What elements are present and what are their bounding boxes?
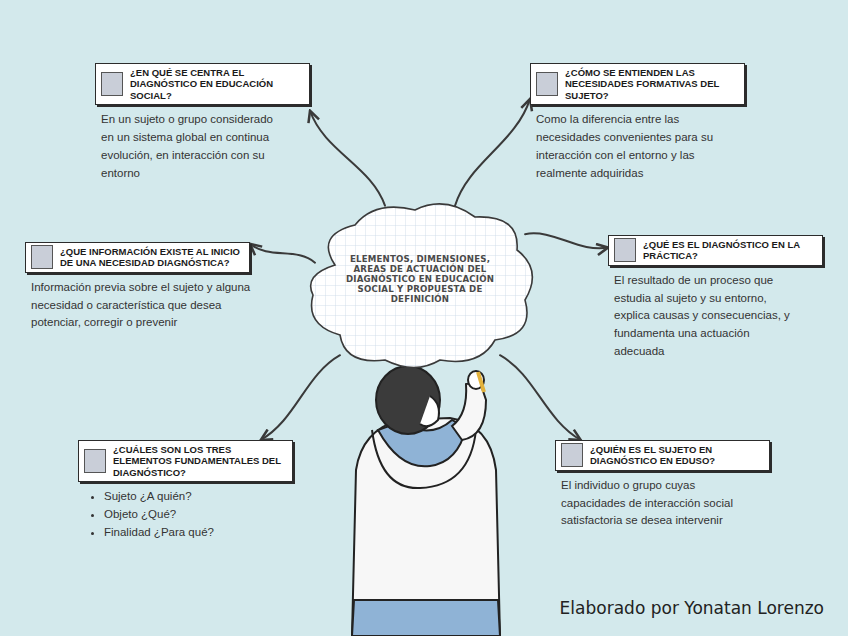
question-card: ¿EN QUÉ SE CENTRA EL DIAGNÓSTICO EN EDUC…	[95, 63, 310, 182]
question-card: ¿CÓMO SE ENTIENDEN LAS NECESIDADES FORMA…	[530, 63, 745, 182]
bullet-list: Sujeto ¿A quién?Objeto ¿Qué?Finalidad ¿P…	[84, 488, 304, 541]
heading-text: ¿QUE INFORMACIÓN EXISTE AL INICIO DE UNA…	[60, 246, 243, 269]
heading-text: ¿QUIÉN ES EL SUJETO EN DIAGNÓSTICO EN ED…	[590, 444, 763, 467]
heading-text: ¿CÓMO SE ENTIENDEN LAS NECESIDADES FORMA…	[565, 67, 738, 101]
question-card: ¿QUIÉN ES EL SUJETO EN DIAGNÓSTICO EN ED…	[555, 440, 770, 530]
cloud-title: ELEMENTOS, DIMENSIONES, AREAS DE ACTUACI…	[340, 255, 500, 304]
icon-square	[84, 449, 106, 473]
icon-square	[536, 72, 558, 96]
credit-label: Elaborado por Yonatan Lorenzo	[560, 598, 824, 618]
curvy-arrow	[261, 355, 340, 440]
heading-text: ¿EN QUÉ SE CENTRA EL DIAGNÓSTICO EN EDUC…	[130, 67, 303, 101]
body-text: El resultado de un proceso que estudia a…	[614, 272, 794, 361]
heading-box: ¿QUE INFORMACIÓN EXISTE AL INICIO DE UNA…	[25, 242, 250, 273]
person-figure	[352, 366, 500, 636]
heading-text: ¿QUÉ ES EL DIAGNÓSTICO EN LA PRÁCTICA?	[643, 239, 816, 262]
heading-box: ¿EN QUÉ SE CENTRA EL DIAGNÓSTICO EN EDUC…	[95, 63, 310, 105]
curvy-arrow	[310, 111, 385, 206]
central-cloud: ELEMENTOS, DIMENSIONES, AREAS DE ACTUACI…	[295, 195, 545, 373]
bullet-item: Objeto ¿Qué?	[104, 506, 304, 524]
question-card: ¿QUÉ ES EL DIAGNÓSTICO EN LA PRÁCTICA? El…	[608, 235, 823, 361]
curvy-arrow	[455, 99, 530, 206]
question-card: ¿CUÁLES SON LOS TRES ELEMENTOS FUNDAMENT…	[78, 440, 293, 542]
icon-square	[561, 443, 583, 467]
bullet-item: Sujeto ¿A quién?	[104, 488, 304, 506]
heading-box: ¿QUIÉN ES EL SUJETO EN DIAGNÓSTICO EN ED…	[555, 440, 770, 471]
body-text: El individuo o grupo cuyas capacidades d…	[561, 477, 736, 530]
curvy-arrow	[525, 233, 608, 248]
heading-text: ¿CUÁLES SON LOS TRES ELEMENTOS FUNDAMENT…	[113, 444, 286, 478]
question-card: ¿QUE INFORMACIÓN EXISTE AL INICIO DE UNA…	[25, 242, 250, 332]
heading-box: ¿CÓMO SE ENTIENDEN LAS NECESIDADES FORMA…	[530, 63, 745, 105]
bullet-item: Finalidad ¿Para qué?	[104, 524, 304, 542]
heading-box: ¿QUÉ ES EL DIAGNÓSTICO EN LA PRÁCTICA?	[608, 235, 823, 266]
icon-square	[101, 72, 123, 96]
curvy-arrow	[500, 355, 581, 440]
body-text: Información previa sobre el sujeto y alg…	[31, 279, 256, 332]
icon-square	[31, 245, 53, 269]
heading-box: ¿CUÁLES SON LOS TRES ELEMENTOS FUNDAMENT…	[78, 440, 293, 482]
body-text: En un sujeto o grupo considerado en un s…	[101, 111, 281, 182]
body-text: Como la diferencia entre las necesidades…	[536, 111, 726, 182]
curvy-arrow	[250, 244, 315, 263]
icon-square	[614, 238, 636, 262]
